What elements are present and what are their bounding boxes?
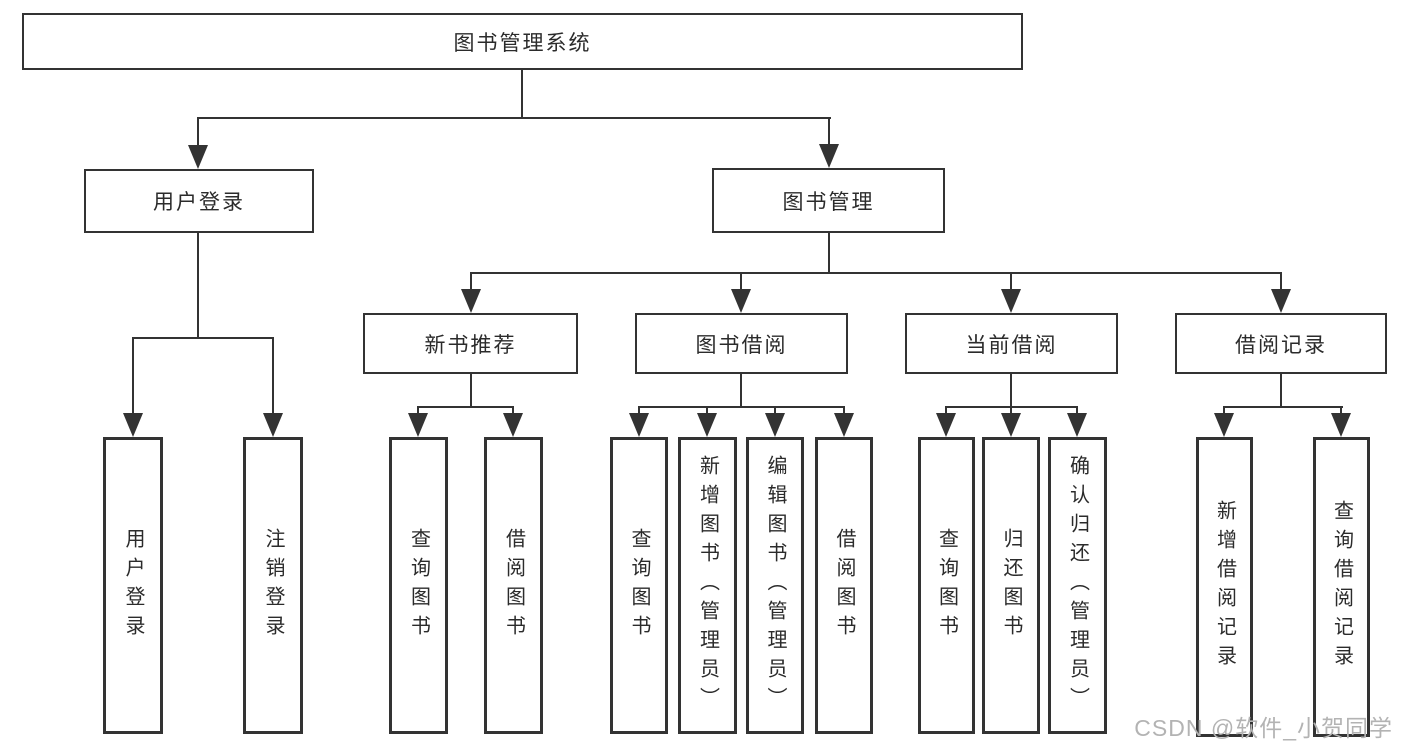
connector-line — [740, 272, 742, 294]
connector-line — [512, 406, 514, 418]
arrow-down-icon — [1001, 289, 1021, 313]
leaf-add-borrow-record: 新增借阅记录 — [1196, 437, 1253, 737]
leaf-query-books-recommend: 查询图书 — [389, 437, 448, 734]
node-label: 查询图书 — [407, 527, 430, 644]
connector-line — [828, 233, 830, 274]
node-label: 借阅图书 — [833, 527, 855, 644]
connector-line — [945, 406, 947, 418]
leaf-user-login: 用户登录 — [103, 437, 163, 734]
connector-line — [417, 406, 514, 408]
leaf-query-books-borrowing: 查询图书 — [610, 437, 668, 734]
connector-line — [132, 337, 134, 417]
leaf-borrow-books-recommend: 借阅图书 — [484, 437, 543, 734]
leaf-borrow-books-borrowing: 借阅图书 — [815, 437, 873, 734]
node-label: 查询图书 — [935, 527, 958, 644]
arrow-down-icon — [408, 413, 428, 437]
leaf-edit-books-admin: 编辑图书（管理员） — [746, 437, 804, 734]
arrow-down-icon — [1331, 413, 1351, 437]
arrow-down-icon — [263, 413, 283, 437]
node-book-borrowing: 图书借阅 — [635, 313, 848, 374]
arrow-down-icon — [1001, 413, 1021, 437]
leaf-logout-login: 注销登录 — [243, 437, 303, 734]
connector-line — [470, 272, 472, 294]
arrow-down-icon — [1067, 413, 1087, 437]
arrow-down-icon — [936, 413, 956, 437]
arrow-down-icon — [1271, 289, 1291, 313]
node-label: 新增借阅记录 — [1213, 500, 1236, 674]
leaf-query-books-current: 查询图书 — [918, 437, 975, 734]
node-label: 新书推荐 — [424, 333, 517, 357]
connector-line — [638, 406, 845, 408]
connector-line — [1010, 406, 1012, 418]
connector-line — [197, 117, 831, 119]
arrow-down-icon — [1214, 413, 1234, 437]
arrow-down-icon — [819, 144, 839, 168]
node-book-management: 图书管理 — [712, 168, 945, 233]
leaf-query-borrow-record: 查询借阅记录 — [1313, 437, 1370, 737]
connector-line — [470, 272, 1282, 274]
node-label: 图书管理系统 — [453, 31, 592, 55]
connector-line — [1280, 374, 1282, 408]
connector-line — [1223, 406, 1225, 418]
arrow-down-icon — [503, 413, 523, 437]
node-user-login: 用户登录 — [84, 169, 314, 233]
connector-line — [706, 406, 708, 418]
arrow-down-icon — [697, 413, 717, 437]
node-new-book-recommend: 新书推荐 — [363, 313, 578, 374]
leaf-return-books: 归还图书 — [982, 437, 1040, 734]
node-label: 图书管理 — [782, 190, 875, 214]
leaf-confirm-return-admin: 确认归还（管理员） — [1048, 437, 1107, 734]
node-label: 借阅图书 — [502, 527, 525, 644]
connector-line — [774, 406, 776, 418]
connector-line — [1076, 406, 1078, 418]
connector-line — [828, 117, 830, 148]
arrow-down-icon — [123, 413, 143, 437]
leaf-add-books-admin: 新增图书（管理员） — [678, 437, 737, 734]
node-borrowing-records: 借阅记录 — [1175, 313, 1387, 374]
csdn-watermark: CSDN @软件_小贺同学 — [1134, 715, 1393, 741]
node-label: 用户登录 — [153, 191, 245, 214]
node-label: 用户登录 — [122, 527, 144, 644]
connector-line — [638, 406, 640, 418]
connector-line — [843, 406, 845, 418]
node-label: 当前借阅 — [965, 333, 1058, 357]
connector-line — [132, 337, 274, 339]
node-label: 归还图书 — [1000, 527, 1022, 644]
connector-line — [417, 406, 419, 418]
node-label: 查询借阅记录 — [1330, 500, 1353, 674]
connector-line — [197, 117, 199, 148]
arrow-down-icon — [629, 413, 649, 437]
node-library-system: 图书管理系统 — [22, 13, 1023, 70]
connector-line — [197, 233, 199, 338]
node-label: 借阅记录 — [1235, 333, 1327, 357]
connector-line — [1010, 374, 1012, 408]
node-label: 新增图书（管理员） — [696, 455, 719, 716]
node-label: 查询图书 — [628, 527, 650, 644]
arrow-down-icon — [188, 145, 208, 169]
connector-line — [1010, 272, 1012, 294]
connector-line — [470, 374, 472, 408]
connector-line — [1340, 406, 1342, 418]
node-label: 确认归还（管理员） — [1066, 455, 1089, 716]
arrow-down-icon — [731, 289, 751, 313]
arrow-down-icon — [765, 413, 785, 437]
node-label: 编辑图书（管理员） — [764, 455, 786, 716]
connector-line — [521, 70, 523, 118]
arrow-down-icon — [834, 413, 854, 437]
connector-line — [1223, 406, 1343, 408]
node-current-borrowing: 当前借阅 — [905, 313, 1118, 374]
connector-line — [1280, 272, 1282, 294]
connector-line — [740, 374, 742, 408]
connector-line — [272, 337, 274, 417]
node-label: 图书借阅 — [695, 333, 788, 357]
arrow-down-icon — [461, 289, 481, 313]
node-label: 注销登录 — [262, 527, 284, 644]
